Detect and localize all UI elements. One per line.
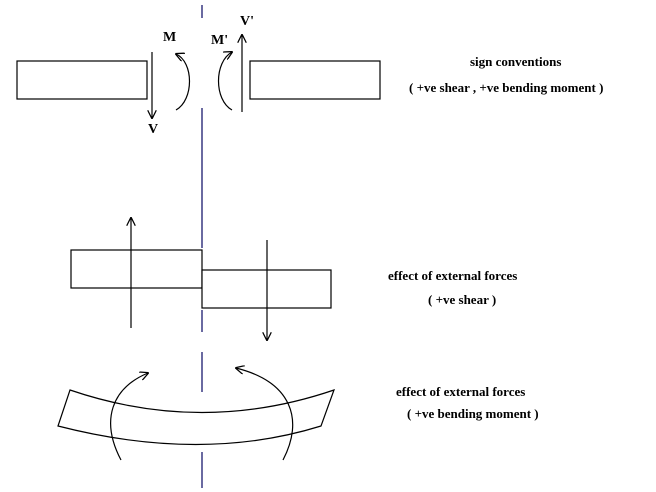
upper-shear-block bbox=[70, 249, 203, 289]
shear-effect-figure bbox=[70, 218, 332, 340]
shear-effect-title: effect of external forces bbox=[388, 268, 518, 283]
bending-effect-subtitle: ( +ve bending moment ) bbox=[407, 406, 539, 421]
moment-arrow-m bbox=[176, 54, 190, 111]
moment-label-m: M bbox=[163, 30, 177, 45]
left-beam-segment bbox=[16, 60, 148, 100]
shear-effect-subtitle: ( +ve shear ) bbox=[428, 292, 497, 307]
curved-beam bbox=[57, 389, 335, 446]
shear-label-v-prime: V' bbox=[240, 14, 254, 29]
bending-effect-title: effect of external forces bbox=[396, 384, 526, 399]
sign-conventions-title: sign conventions bbox=[470, 54, 562, 69]
sign-convention-figure bbox=[16, 35, 381, 118]
right-beam-segment bbox=[249, 60, 381, 100]
shear-label-v: V bbox=[148, 122, 159, 137]
sign-conventions-subtitle: ( +ve shear , +ve bending moment ) bbox=[409, 80, 604, 95]
left-bending-moment-arrow bbox=[110, 373, 148, 461]
moment-arrow-m-prime bbox=[218, 52, 233, 111]
bending-effect-figure bbox=[57, 368, 335, 461]
right-bending-moment-arrow bbox=[236, 368, 294, 461]
moment-label-m-prime: M' bbox=[211, 33, 229, 48]
